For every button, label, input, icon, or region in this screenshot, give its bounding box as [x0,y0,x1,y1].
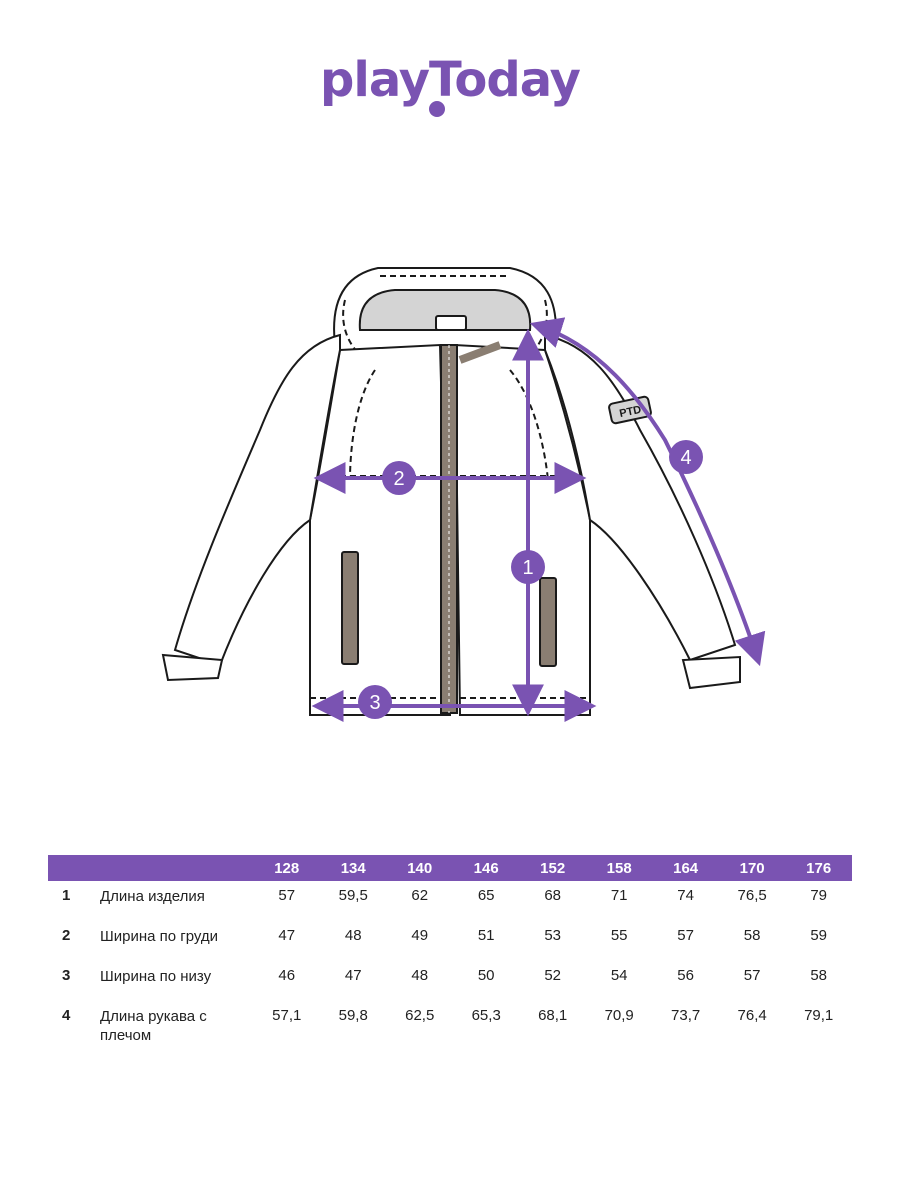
cell-value: 53 [544,927,562,944]
marker-2: 2 [382,461,416,495]
front-zipper [440,341,502,714]
marker-4-label: 4 [680,447,691,469]
cell-value: 79 [810,887,828,904]
table-row: 4 Длина рукава с плечом 57,1 59,8 62,5 6… [48,1001,852,1045]
cell-value: 48 [411,967,429,984]
cell-value: 51 [477,927,495,944]
cell-value: 57 [743,967,761,984]
row-label: Длина рукава с плечом [100,1008,207,1044]
row-number: 1 [62,887,71,904]
hood [333,267,557,370]
cell-value: 76,5 [737,887,767,904]
size-header-row: 128 134 140 146 152 158 164 170 176 [48,855,852,881]
size-header: 152 [540,859,566,877]
size-header: 164 [673,859,699,877]
cell-value: 57 [677,927,694,944]
size-header: 140 [407,859,433,877]
size-header: 146 [473,859,499,877]
cell-value: 62 [411,887,429,904]
row-number: 4 [62,1007,71,1024]
marker-4: 4 [669,440,703,474]
cell-value: 54 [610,967,628,984]
row-number: 3 [62,967,71,984]
marker-3-label: 3 [369,692,380,714]
size-header: 158 [606,859,632,877]
size-header: 170 [739,859,765,877]
cell-value: 58 [743,927,761,944]
cell-value: 70,9 [604,1007,634,1024]
cell-value: 79,1 [804,1007,834,1024]
row-label: Ширина по низу [100,968,212,985]
marker-1-label: 1 [522,557,533,579]
row-number: 2 [62,927,71,944]
cell-value: 55 [610,927,628,944]
size-table: 128 134 140 146 152 158 164 170 176 1 Дл… [48,855,852,1045]
cell-value: 57,1 [272,1007,302,1024]
cell-value: 62,5 [405,1007,435,1024]
marker-2-label: 2 [393,468,404,490]
cell-value: 52 [544,967,562,984]
cell-value: 68 [544,887,562,904]
cell-value: 76,4 [737,1007,767,1024]
cell-value: 56 [677,967,694,984]
jacket-illustration: PTD 1 2 3 4 [161,267,766,722]
cell-value: 50 [477,967,495,984]
cell-value: 59 [810,927,828,944]
header-spacer [100,855,254,881]
cell-value: 58 [810,967,828,984]
cell-value: 74 [677,887,694,904]
cell-value: 73,7 [671,1007,701,1024]
size-header: 176 [806,859,832,877]
cell-value: 59,5 [338,887,368,904]
table-row: 2 Ширина по груди 47 48 49 51 53 55 57 5… [48,921,852,961]
cell-value: 65 [477,887,495,904]
brand-logo: playToday [320,52,581,108]
marker-1: 1 [511,550,545,584]
size-header: 134 [340,859,366,877]
table-row: 1 Длина изделия 57 59,5 62 65 68 71 74 7… [48,881,852,921]
cell-value: 68,1 [538,1007,568,1024]
cell-value: 65,3 [471,1007,501,1024]
cell-value: 59,8 [338,1007,368,1024]
header-spacer [48,855,100,881]
row-label: Длина изделия [100,888,205,905]
table-row: 3 Ширина по низу 46 47 48 50 52 54 56 57… [48,961,852,1001]
cell-value: 47 [278,927,296,944]
cell-value: 47 [344,967,362,984]
cell-value: 57 [278,887,296,904]
size-header: 128 [274,859,300,877]
marker-3: 3 [358,685,392,719]
cell-value: 48 [344,927,362,944]
logo-dot [429,101,445,117]
row-label: Ширина по груди [100,928,219,945]
cell-value: 49 [411,927,429,944]
cell-value: 71 [610,887,628,904]
left-sleeve [161,333,376,682]
cell-value: 46 [278,967,296,984]
